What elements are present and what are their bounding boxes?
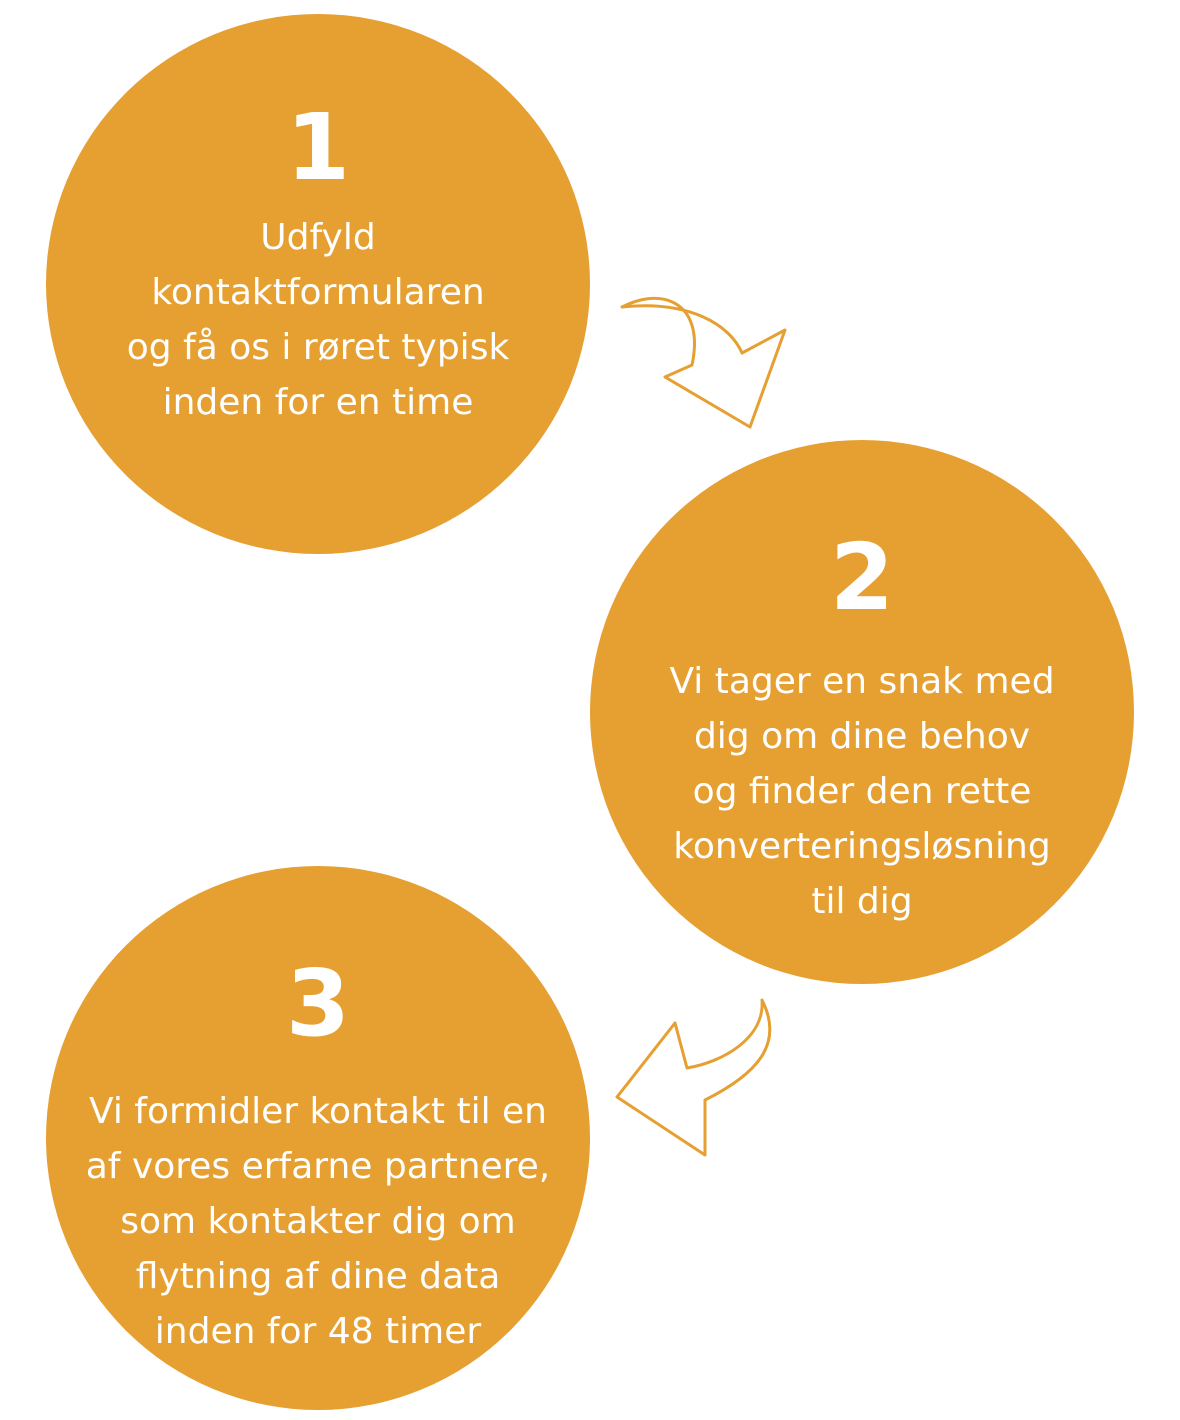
- step-2-number: 2: [829, 524, 894, 631]
- curved-arrow-down-left-icon: [615, 998, 772, 1157]
- step-2-circle: 2 Vi tager en snak med dig om dine behov…: [590, 440, 1134, 984]
- step-3-circle: 3 Vi formidler kontakt til en af vores e…: [46, 866, 590, 1410]
- step-3-text: Vi formidler kontakt til en af vores erf…: [85, 1091, 551, 1352]
- step-1-circle: 1 Udfyld kontaktformularen og få os i rø…: [46, 14, 590, 554]
- step-1-text: Udfyld kontaktformularen og få os i røre…: [126, 217, 510, 423]
- curved-arrow-down-right-icon: [620, 296, 787, 429]
- step-2-text: Vi tager en snak med dig om dine behov o…: [669, 661, 1055, 922]
- step-1-number: 1: [285, 94, 350, 201]
- step-3-number: 3: [285, 950, 350, 1057]
